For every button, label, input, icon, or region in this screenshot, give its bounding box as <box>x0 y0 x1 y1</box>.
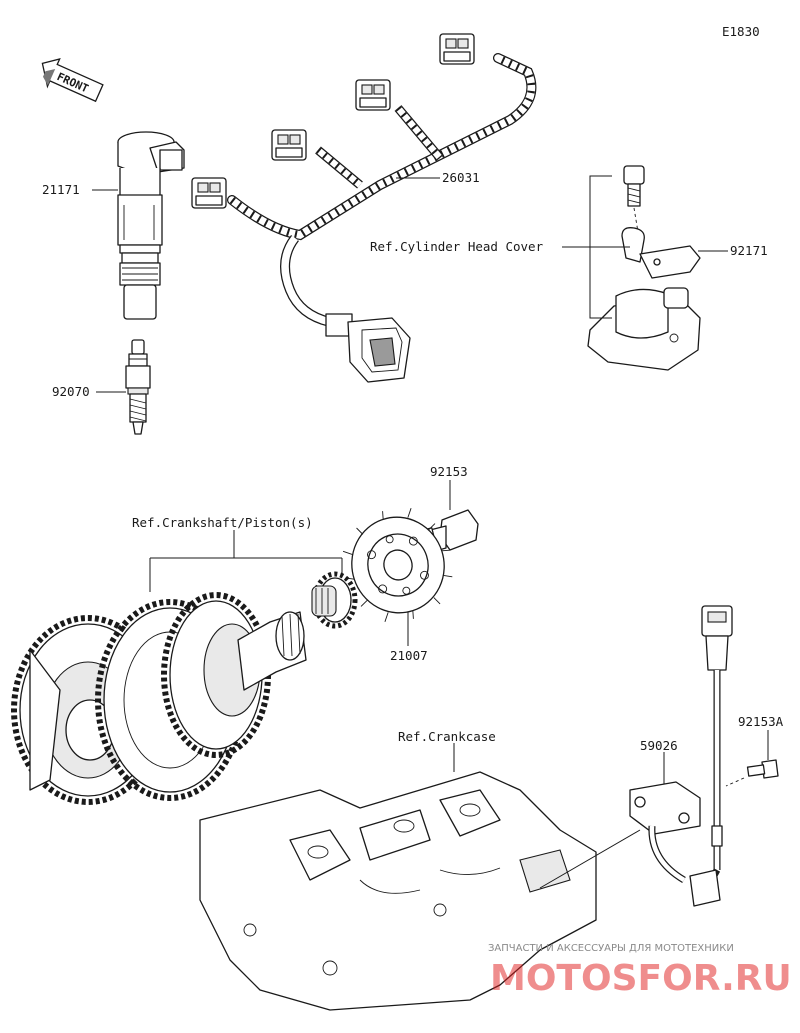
watermark-tagline: ЗАПЧАСТИ И АКСЕССУАРЫ ДЛЯ МОТОТЕХНИКИ <box>488 943 734 954</box>
ignition-coil <box>117 131 185 320</box>
crankcase <box>199 771 597 1011</box>
label-clamp: 92171 <box>730 243 768 258</box>
label-ignition-coil: 21171 <box>42 182 80 197</box>
label-spark-plug: 92070 <box>52 384 90 399</box>
label-sensor-bolt: 92153A <box>738 714 784 729</box>
timing-rotor <box>342 508 453 622</box>
wiring-harness <box>191 33 537 383</box>
crank-bearing-gear <box>311 571 358 629</box>
crankshaft-gears <box>11 592 307 805</box>
label-crankshaft-sensor: 59026 <box>640 738 678 753</box>
sensor-bolt <box>725 759 779 787</box>
front-arrow-icon: FRONT <box>41 58 104 103</box>
label-wiring-harness: 26031 <box>442 170 480 185</box>
spark-plug <box>125 339 151 435</box>
label-timing-rotor: 21007 <box>390 648 428 663</box>
watermark-brand: MOTOSFOR.RU <box>490 958 792 999</box>
label-crankshaft-piston: Ref.Crankshaft/Piston(s) <box>132 515 313 530</box>
label-crankcase: Ref.Crankcase <box>398 729 496 744</box>
clamp-assembly <box>587 165 701 371</box>
label-rotor-bolt: 92153 <box>430 464 468 479</box>
crankshaft-sensor <box>629 605 733 907</box>
label-cylinder-head-cover: Ref.Cylinder Head Cover <box>370 239 544 254</box>
diagram-code: E1830 <box>722 24 760 39</box>
